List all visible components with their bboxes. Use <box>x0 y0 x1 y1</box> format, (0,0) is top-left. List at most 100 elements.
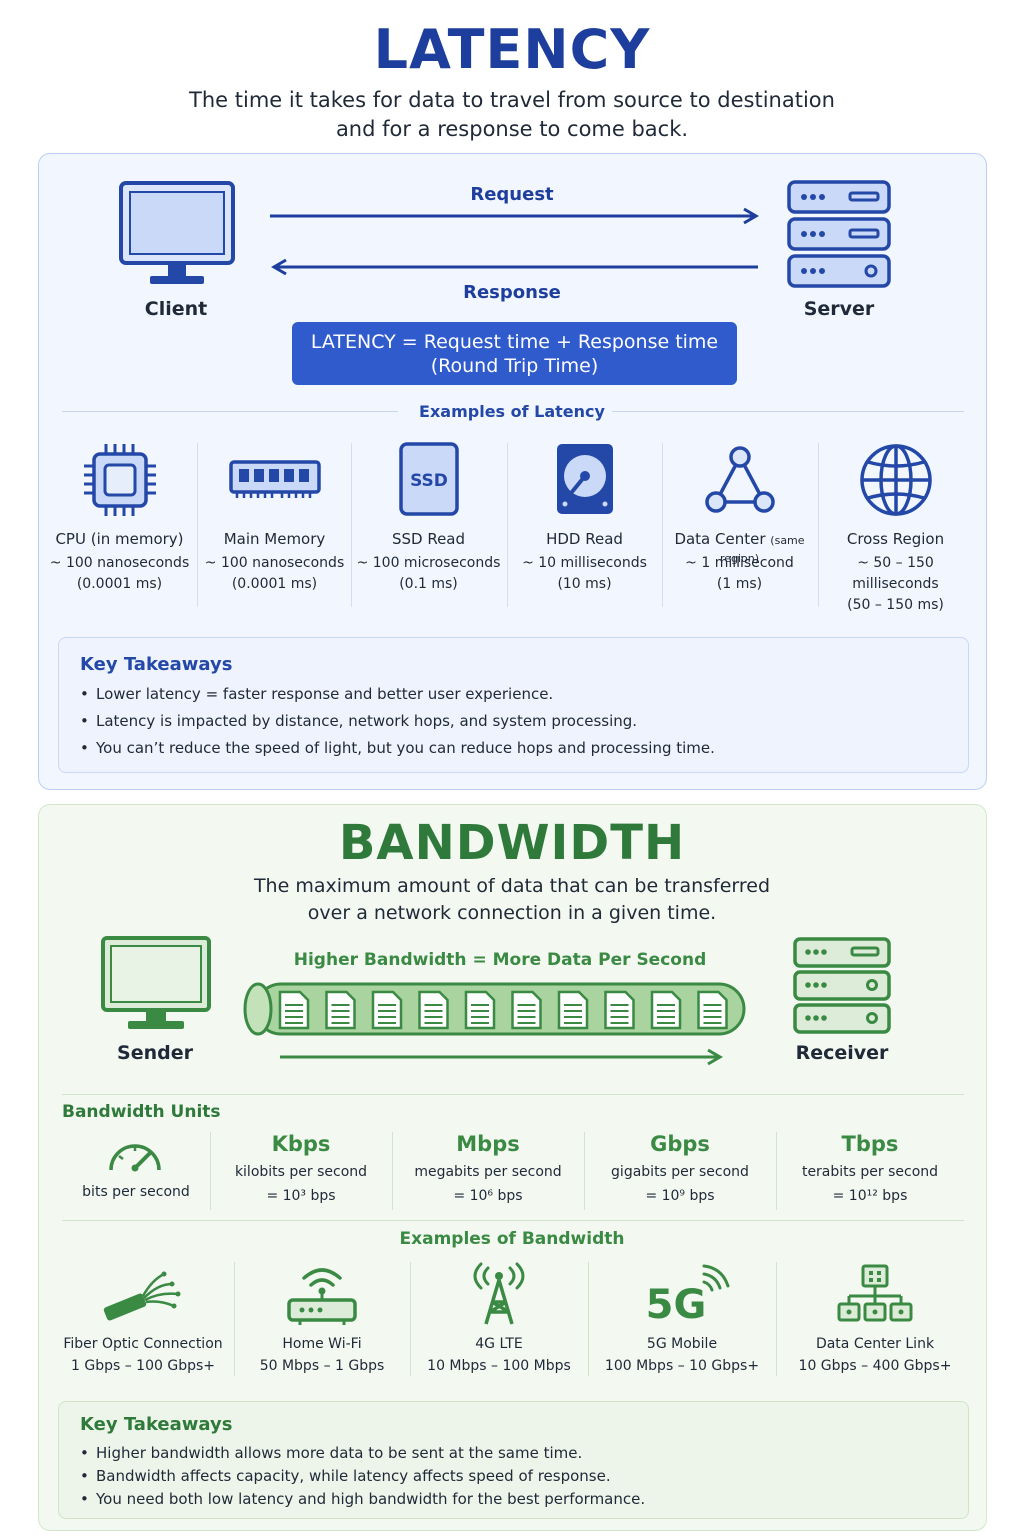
network-hierarchy-icon <box>837 1264 913 1322</box>
bandwidth-example-4g: 4G LTE 10 Mbps – 100 Mbps <box>410 1262 588 1380</box>
example-value: ~ 100 microseconds <box>356 555 501 571</box>
latency-subtitle-line1: The time it takes for data to travel fro… <box>189 88 835 112</box>
response-label: Response <box>463 282 561 303</box>
document-icon <box>418 990 449 1030</box>
takeaways-heading: Key Takeaways <box>80 1414 233 1435</box>
example-name: HDD Read <box>546 530 623 548</box>
takeaway-item: •Latency is impacted by distance, networ… <box>80 712 638 730</box>
section-divider <box>62 1094 964 1095</box>
example-name: 5G Mobile <box>646 1336 718 1352</box>
unit-tbps: Tbps terabits per second = 10¹² bps <box>776 1132 964 1212</box>
example-range: 50 Mbps – 1 Gbps <box>259 1358 385 1374</box>
document-icon <box>697 990 728 1030</box>
column-separator <box>234 1262 235 1376</box>
latency-examples-heading: Examples of Latency <box>419 402 605 421</box>
column-separator <box>818 443 819 607</box>
bandwidth-example-data-center: Data Center Link 10 Gbps – 400 Gbps+ <box>776 1262 974 1380</box>
server-icon <box>787 180 891 288</box>
column-separator <box>210 1132 211 1210</box>
example-name: Data Center Link <box>815 1336 935 1352</box>
unit-abbr: Kbps <box>271 1132 331 1156</box>
latency-example-data-center: Data Center (same region) ~ 1 millisecon… <box>662 440 817 608</box>
example-value-ms: (10 ms) <box>557 576 612 592</box>
receiver-server-icon <box>793 937 891 1034</box>
column-separator <box>588 1262 589 1376</box>
data-flow-arrow <box>280 1048 723 1066</box>
5g-signal-icon: 5G <box>646 1264 730 1328</box>
bandwidth-pipe-icon <box>243 982 746 1036</box>
column-separator <box>662 443 663 607</box>
unit-abbr: Tbps <box>841 1132 899 1156</box>
example-name: 4G LTE <box>475 1336 523 1352</box>
network-triangle-icon <box>704 446 775 513</box>
receiver-label: Receiver <box>795 1042 889 1064</box>
unit-abbr: Gbps <box>650 1132 710 1156</box>
column-separator <box>351 443 352 607</box>
five-g-icon-text: 5G <box>646 1282 707 1328</box>
example-name-suffix: (same region) <box>719 534 805 565</box>
example-value-unit: milliseconds <box>852 576 939 592</box>
document-icon <box>650 990 682 1030</box>
unit-full-name: kilobits per second <box>234 1164 368 1180</box>
column-separator <box>776 1132 777 1210</box>
ssd-icon-text: SSD <box>410 471 448 491</box>
unit-mbps: Mbps megabits per second = 10⁶ bps <box>392 1132 584 1212</box>
column-separator <box>776 1262 777 1376</box>
bandwidth-example-fiber: Fiber Optic Connection 1 Gbps – 100 Gbps… <box>52 1262 234 1380</box>
example-name: Fiber Optic Connection <box>63 1336 223 1352</box>
document-icon <box>371 990 403 1030</box>
speedometer-icon <box>109 1144 161 1172</box>
latency-key-takeaways: Key Takeaways •Lower latency = faster re… <box>58 637 969 773</box>
example-value: ~ 1 millisecond <box>685 555 794 571</box>
takeaway-item: •Higher bandwidth allows more data to be… <box>80 1444 583 1462</box>
latency-example-hdd: HDD Read ~ 10 milliseconds (10 ms) <box>507 440 662 608</box>
unit-full-name: terabits per second <box>801 1164 939 1180</box>
unit-gbps: Gbps gigabits per second = 10⁹ bps <box>584 1132 776 1212</box>
example-name: Data Center (same region) <box>662 530 817 566</box>
bandwidth-subtitle-line2: over a network connection in a given tim… <box>307 902 717 924</box>
formula-line1: LATENCY = Request time + Response time <box>310 331 719 353</box>
formula-line2: (Round Trip Time) <box>430 355 599 377</box>
latency-example-cross-region: Cross Region ~ 50 – 150 milliseconds (50… <box>818 440 973 613</box>
document-icon <box>557 990 589 1030</box>
document-icon <box>511 990 542 1030</box>
unit-abbr: Mbps <box>456 1132 520 1156</box>
request-label: Request <box>470 184 554 205</box>
ram-module-icon <box>228 460 321 498</box>
latency-formula-box: LATENCY = Request time + Response time (… <box>292 322 737 385</box>
latency-subtitle-line2: and for a response to come back. <box>335 117 689 141</box>
unit-full-name: gigabits per second <box>611 1164 749 1180</box>
unit-equation: = 10⁶ bps <box>453 1188 523 1204</box>
base-unit-label: bits per second <box>82 1184 190 1200</box>
latency-title: LATENCY <box>373 18 651 81</box>
divider-right <box>612 411 964 412</box>
divider-left <box>62 411 398 412</box>
example-range: 1 Gbps – 100 Gbps+ <box>71 1358 215 1374</box>
takeaway-item: •Lower latency = faster response and bet… <box>80 685 554 703</box>
takeaway-item: •Bandwidth affects capacity, while laten… <box>80 1467 611 1485</box>
column-separator <box>392 1132 393 1210</box>
example-name: Main Memory <box>223 530 326 548</box>
bandwidth-title: BANDWIDTH <box>338 815 686 871</box>
sender-monitor-icon <box>101 936 211 1029</box>
hdd-drive-icon <box>556 444 613 514</box>
example-value: ~ 100 nanoseconds <box>49 555 190 571</box>
globe-icon <box>859 444 932 516</box>
example-value-ms: (50 – 150 ms) <box>847 597 944 613</box>
column-separator <box>197 443 198 607</box>
bandwidth-key-takeaways: Key Takeaways •Higher bandwidth allows m… <box>58 1401 969 1519</box>
cpu-chip-icon <box>83 444 156 516</box>
unit-full-name: megabits per second <box>414 1164 562 1180</box>
client-monitor-icon <box>119 181 235 284</box>
example-range: 10 Mbps – 100 Mbps <box>427 1358 571 1374</box>
arrow-left-icon <box>271 258 287 276</box>
pipe-documents <box>278 990 728 1030</box>
takeaways-heading: Key Takeaways <box>80 654 233 675</box>
example-name: SSD Read <box>391 530 466 548</box>
wifi-router-icon <box>287 1268 357 1325</box>
example-value: ~ 100 nanoseconds <box>204 555 345 571</box>
bandwidth-tagline: Higher Bandwidth = More Data Per Second <box>293 950 707 970</box>
document-icon <box>325 990 356 1030</box>
cell-tower-icon <box>473 1262 525 1325</box>
example-value-ms: (1 ms) <box>716 576 763 592</box>
